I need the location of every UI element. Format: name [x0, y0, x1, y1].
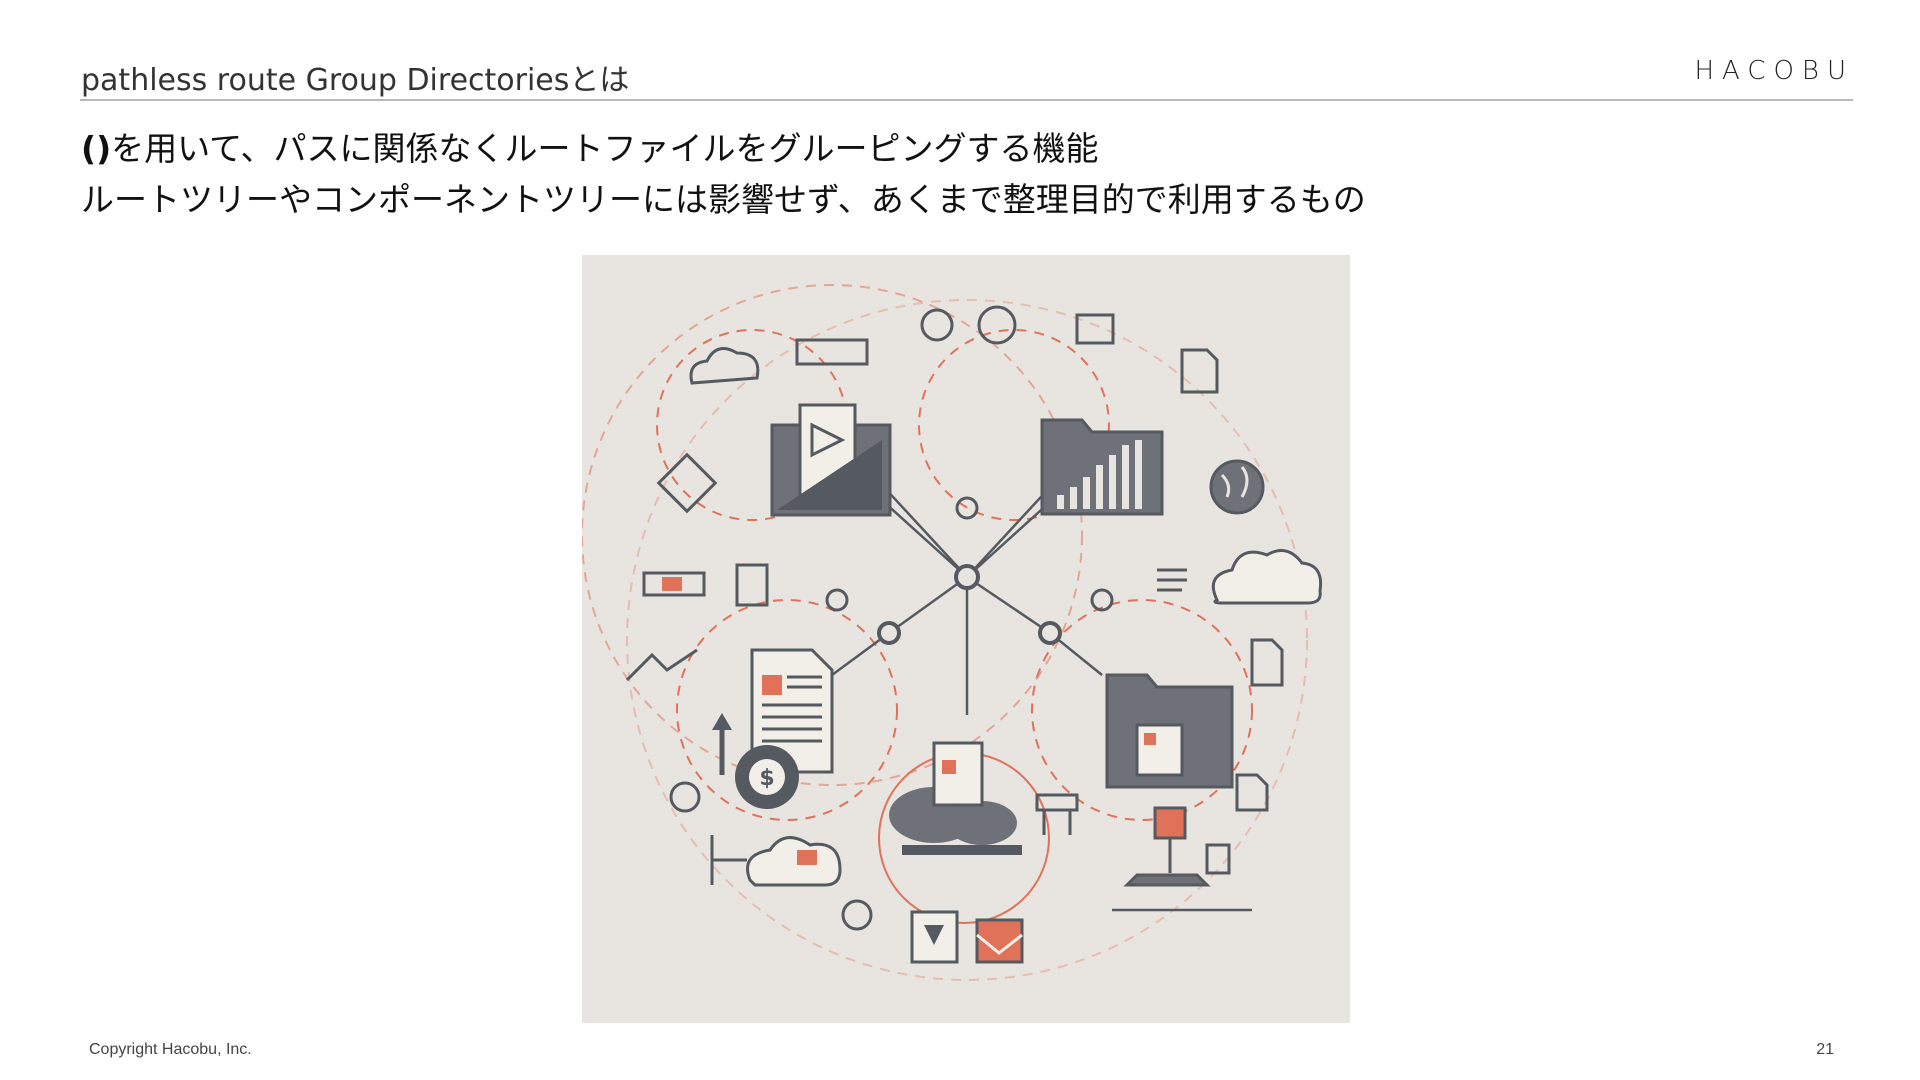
calendar-doc-icon — [735, 563, 769, 607]
hacobu-logo: HACOBU — [1694, 56, 1854, 86]
dollar-gear-icon: $ — [712, 713, 799, 809]
folder-chart-icon — [770, 403, 892, 517]
hub-node-left — [877, 621, 901, 645]
document-folder-icon — [1105, 673, 1234, 789]
small-document-icon — [910, 910, 959, 964]
robot-arm-icon — [1112, 806, 1252, 912]
hub-connections — [831, 454, 1103, 715]
dollar-sign: $ — [759, 766, 774, 791]
orbit-outer — [626, 299, 1308, 981]
copyright-text: Copyright Hacobu, Inc. — [89, 1041, 252, 1058]
report-document-icon — [750, 648, 834, 774]
heart-badge-icon — [977, 305, 1017, 345]
hub-node-right — [1038, 621, 1062, 645]
slide-header-title: pathless route Group Directoriesとは — [81, 63, 630, 98]
description-line-2: ルートツリーやコンポーネントツリーには影響せず、あくまで整理目的で利用するもの — [81, 180, 1366, 219]
factory-icon — [642, 571, 706, 597]
orbit-left — [676, 599, 898, 821]
small-globe-icon — [841, 899, 873, 931]
cloud-network-icon — [710, 835, 842, 887]
parentheses-text: () — [81, 129, 112, 168]
grid-icon — [656, 452, 718, 514]
trend-icon — [625, 648, 698, 682]
orbit-right — [1031, 599, 1253, 821]
network-illustration: $ — [582, 255, 1350, 1023]
bulb-icon — [669, 781, 701, 813]
server-icon — [795, 338, 869, 366]
cloud-doc-icon — [689, 347, 760, 385]
orbit-top-right — [918, 329, 1110, 521]
clock-icon — [920, 308, 954, 342]
page-icon — [1180, 348, 1219, 394]
hub-node-center — [954, 564, 980, 590]
cloud-icon — [1211, 549, 1323, 605]
crosshair-icons — [825, 496, 1114, 612]
right-icons — [1157, 568, 1284, 875]
envelope-icon — [975, 918, 1024, 964]
page-number: 21 — [1816, 1041, 1834, 1058]
globe-icon — [1209, 459, 1265, 515]
folder-bar-chart-icon — [1040, 418, 1164, 516]
house-icon — [1205, 843, 1231, 875]
cloud-laptop-icon — [889, 741, 1079, 855]
network-illustration-svg: $ — [582, 284, 1323, 981]
doc-drop-icon — [1250, 638, 1284, 687]
left-icons — [625, 563, 769, 813]
doc-search-icon — [1235, 773, 1269, 812]
orbit-large — [582, 284, 1083, 786]
hub-nodes — [877, 564, 1062, 645]
description-line-1-text: を用いて、パスに関係なくルートファイルをグルーピングする機能 — [111, 129, 1099, 168]
chat-icon — [1075, 313, 1115, 345]
description-line-1: ()を用いて、パスに関係なくルートファイルをグルーピングする機能 — [81, 122, 1099, 170]
top-icons — [656, 305, 1219, 514]
header-divider — [80, 99, 1853, 101]
